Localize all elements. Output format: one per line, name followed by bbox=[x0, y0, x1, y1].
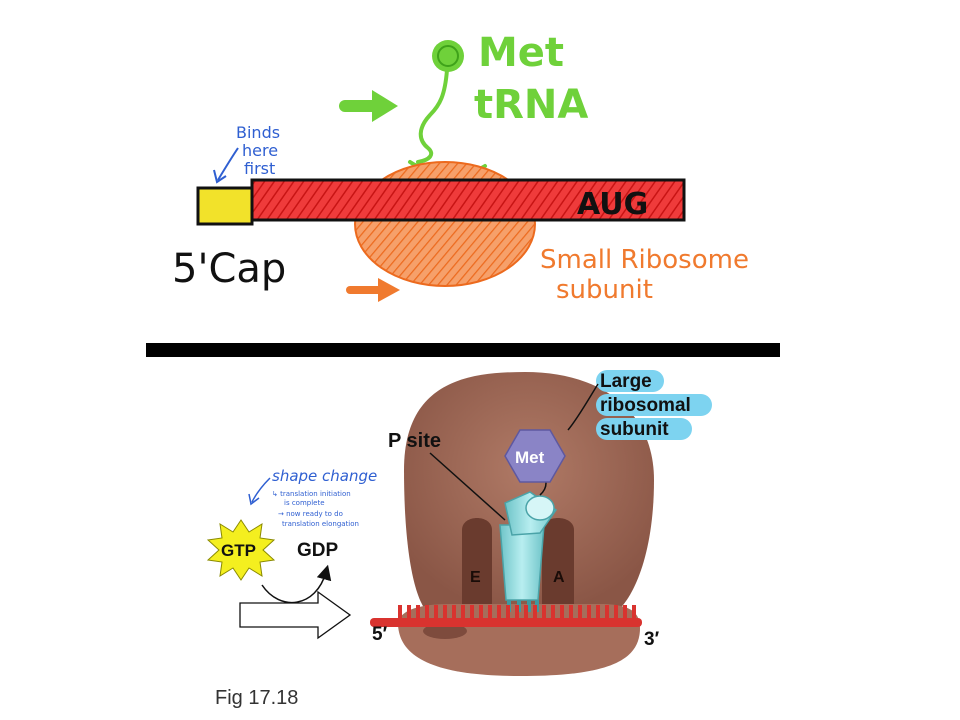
a-site-pocket bbox=[542, 518, 574, 604]
large-subunit-label: Large ribosomal subunit bbox=[567, 370, 712, 440]
small-subunit-label-line-1: Small Ribosome bbox=[540, 245, 749, 275]
binds-note-line-2: here bbox=[242, 141, 278, 160]
aug-codon-label: AUG bbox=[577, 187, 648, 222]
five-prime-label: 5′ bbox=[372, 624, 388, 645]
p-site-leader-line bbox=[429, 452, 506, 521]
met-amino-acid-ball bbox=[432, 40, 464, 72]
shape-change-detail-1: ↳ translation initiation bbox=[272, 490, 351, 498]
bottom-figure: E A Met 5′ 3′ P site Large ribosoma bbox=[206, 370, 712, 709]
cap-label: 5'Cap bbox=[172, 246, 286, 292]
e-site-label: E bbox=[470, 569, 481, 586]
binds-here-first-note: Binds here first bbox=[213, 123, 280, 184]
figure-caption: Fig 17.18 bbox=[215, 687, 298, 709]
gtp-star-icon bbox=[206, 519, 276, 581]
binds-note-line-1: Binds bbox=[236, 123, 280, 142]
process-arrow-icon bbox=[239, 590, 352, 640]
gdp-label: GDP bbox=[297, 540, 339, 561]
five-prime-cap-box bbox=[196, 186, 254, 226]
large-subunit-label-line-1: Large bbox=[600, 371, 652, 392]
shape-change-detail-4: translation elongation bbox=[282, 520, 359, 528]
three-prime-label: 3′ bbox=[644, 629, 660, 650]
reaction-arrow-icon bbox=[261, 564, 332, 604]
trna-label: tRNA bbox=[474, 82, 588, 128]
shape-change-detail-2: is complete bbox=[284, 499, 325, 507]
a-site-label: A bbox=[553, 569, 565, 586]
mrna-strand-figure bbox=[370, 605, 642, 627]
met-label: Met bbox=[478, 30, 564, 76]
e-site-pocket bbox=[462, 518, 492, 604]
shape-change-note: shape change bbox=[272, 467, 377, 485]
green-arrow-icon bbox=[339, 90, 398, 122]
p-site-trna bbox=[499, 491, 558, 612]
top-sketch: Met tRNA 5'Cap AUG Binds here first Smal… bbox=[172, 30, 749, 305]
gtp-label: GTP bbox=[221, 541, 256, 560]
section-divider bbox=[146, 343, 780, 357]
met-hexagon-icon bbox=[504, 429, 566, 483]
met-hexagon-label: Met bbox=[515, 448, 545, 467]
shape-change-arrow-icon bbox=[251, 477, 271, 503]
orange-arrow-icon bbox=[346, 278, 400, 302]
p-site-label: P site bbox=[388, 430, 441, 452]
large-subunit-label-line-3: subunit bbox=[600, 419, 669, 440]
pointer-arrow-icon bbox=[217, 147, 239, 181]
large-subunit-label-line-2: ribosomal bbox=[600, 395, 691, 416]
shape-change-detail-3: → now ready to do bbox=[278, 510, 343, 518]
small-subunit-label-line-2: subunit bbox=[556, 275, 653, 305]
binds-note-line-3: first bbox=[244, 159, 275, 178]
